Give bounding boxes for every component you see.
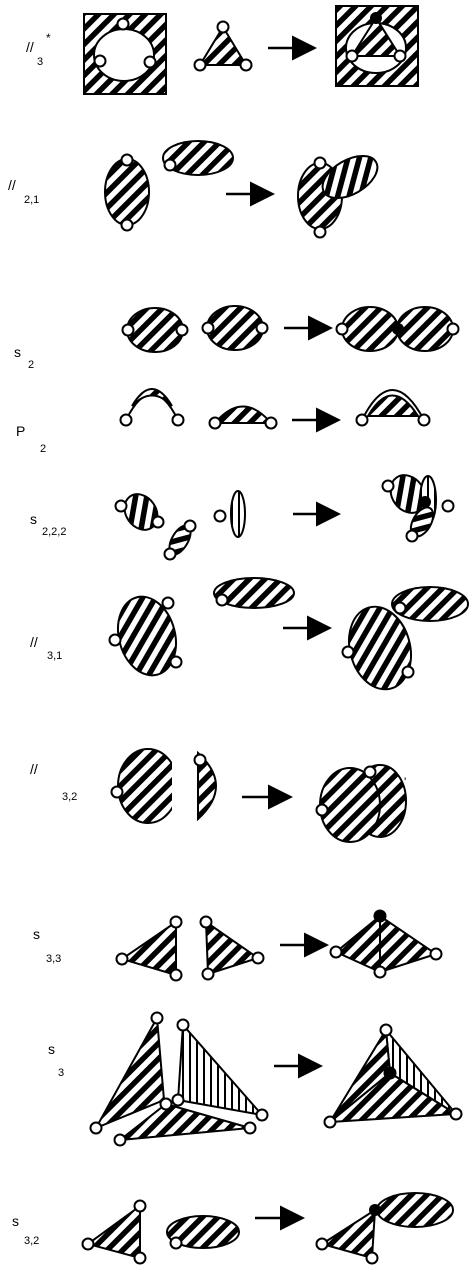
row-r10 xyxy=(81,1192,454,1265)
svg-text:2,1: 2,1 xyxy=(24,194,39,206)
row-label-r6: // 3,1 xyxy=(30,634,62,662)
tetra-face-left xyxy=(89,1011,166,1135)
flat-ellipse-piece xyxy=(166,1215,240,1250)
row-r8 xyxy=(115,909,443,982)
triangle-piece xyxy=(81,1199,147,1265)
triangle-piece-left xyxy=(115,915,183,982)
svg-text:s: s xyxy=(48,1041,55,1057)
svg-text:3,2: 3,2 xyxy=(24,1235,39,1247)
row-label-r1: // 3 * xyxy=(26,31,51,68)
svg-text://: // xyxy=(26,39,34,55)
row-label-r10: s 3,2 xyxy=(12,1213,39,1247)
thin-ellipse-piece xyxy=(213,490,246,538)
triangle-ellipse-result xyxy=(315,1192,454,1265)
vertical-ellipse-piece xyxy=(104,153,150,232)
row-label-r9: s 3 xyxy=(48,1041,64,1079)
horizontal-ellipse-piece xyxy=(162,140,234,176)
arch-piece xyxy=(119,388,185,427)
row-r9 xyxy=(89,1011,463,1147)
disk-piece-2 xyxy=(201,305,269,351)
row-label-r3: s 2 xyxy=(14,344,34,371)
svg-text:3,2: 3,2 xyxy=(62,791,77,803)
row-r6 xyxy=(108,577,469,691)
large-ellipse-piece xyxy=(108,595,183,677)
svg-text://: // xyxy=(8,177,16,193)
arch-result xyxy=(355,389,431,427)
glued-ellipses-result xyxy=(297,154,379,239)
glued-triangles-result xyxy=(329,909,443,979)
tetra-face-right xyxy=(171,1018,269,1122)
row-r3 xyxy=(121,305,460,353)
svg-text:2,2,2: 2,2,2 xyxy=(42,526,66,538)
svg-text:P: P xyxy=(16,423,25,439)
glued-ellipses-32-result: ' xyxy=(315,764,407,843)
row-label-r2: // 2,1 xyxy=(8,177,39,206)
row-r1 xyxy=(83,5,419,95)
small-ellipse-piece-b xyxy=(163,519,197,561)
svg-text:2: 2 xyxy=(40,443,46,455)
row-label-r5: s 2,2,2 xyxy=(30,511,66,538)
triple-glue-result xyxy=(381,474,455,543)
svg-text:3,1: 3,1 xyxy=(47,650,62,662)
cut-ellipse-piece xyxy=(110,740,184,830)
svg-text:3,3: 3,3 xyxy=(46,953,61,965)
svg-text:s: s xyxy=(30,511,37,527)
tetra-face-bottom xyxy=(113,1097,257,1147)
row-label-r4: P 2 xyxy=(16,423,46,455)
svg-text:s: s xyxy=(14,344,21,360)
row-r5 xyxy=(114,474,455,561)
flat-ellipse-piece xyxy=(213,577,295,609)
triangle-piece-right xyxy=(199,915,265,981)
svg-text:': ' xyxy=(404,775,406,789)
svg-text://: // xyxy=(30,634,38,650)
row-label-r7: // 3,2 xyxy=(30,761,77,803)
half-disk-piece xyxy=(208,405,278,430)
row-r4 xyxy=(119,388,431,433)
svg-text://: // xyxy=(30,761,38,777)
glued-ellipses-31-result xyxy=(341,586,469,691)
svg-text:s: s xyxy=(33,926,40,942)
square-hatched-piece xyxy=(83,13,167,95)
row-r7: ' xyxy=(110,740,407,843)
glued-disks-result xyxy=(335,306,460,352)
disk-piece-1 xyxy=(121,307,189,353)
square-result-piece xyxy=(335,5,419,87)
small-ellipse-piece-a xyxy=(114,493,165,531)
tetrahedron-result xyxy=(323,1023,463,1129)
svg-text:s: s xyxy=(12,1213,19,1229)
row-label-r8: s 3,3 xyxy=(33,926,61,965)
half-ellipse-piece xyxy=(193,750,217,822)
svg-text:2: 2 xyxy=(28,359,34,371)
row-r2 xyxy=(104,140,379,239)
triangle-piece xyxy=(193,20,253,72)
svg-text:*: * xyxy=(46,31,51,45)
svg-text:3: 3 xyxy=(37,56,43,68)
svg-text:3: 3 xyxy=(58,1067,64,1079)
